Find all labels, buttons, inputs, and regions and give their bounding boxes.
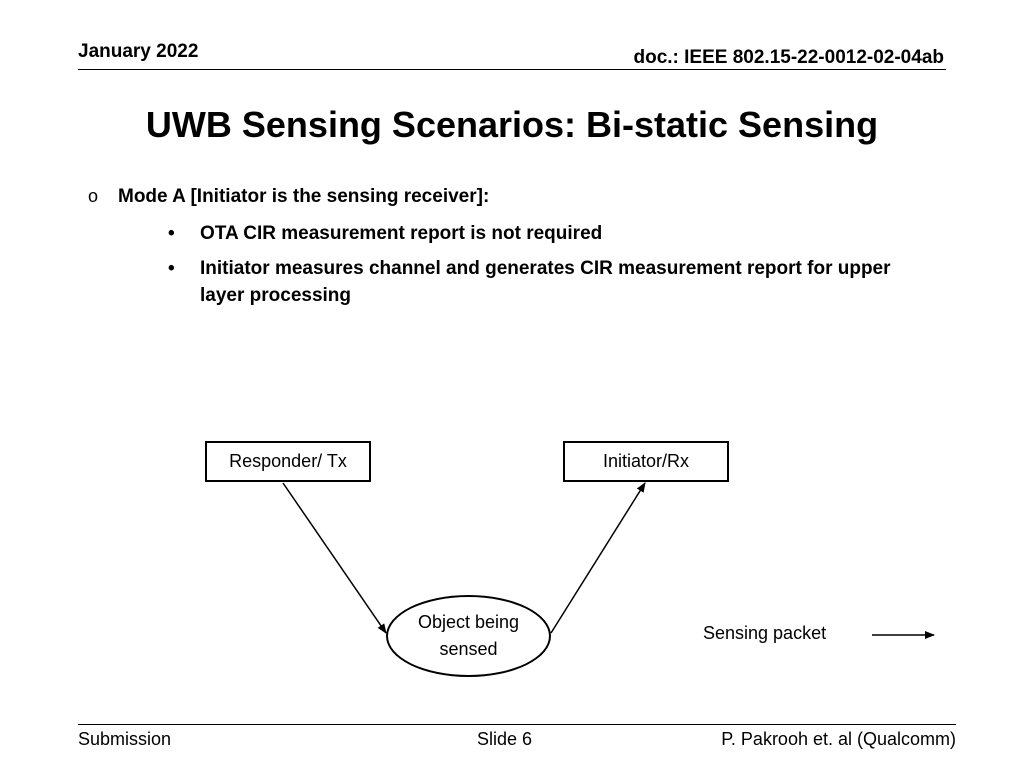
- header-divider: [78, 69, 946, 70]
- legend-sensing-packet-label: Sensing packet: [703, 623, 827, 643]
- responder-tx-label: Responder/ Tx: [229, 451, 347, 471]
- mode-a-label: Mode A [Initiator is the sensing receive…: [118, 186, 490, 207]
- sub-bullet-item: • Initiator measures channel and generat…: [168, 255, 920, 309]
- header-date: January 2022: [78, 41, 199, 62]
- sub-bullet-text: Initiator measures channel and generates…: [200, 258, 891, 306]
- sensed-object-label: Object being sensed: [417, 612, 520, 659]
- sub-bullet-text: OTA CIR measurement report is not requir…: [200, 223, 603, 244]
- bullet-dot-icon: •: [168, 258, 175, 279]
- initiator-rx-label: Initiator/Rx: [602, 451, 690, 471]
- bullet-dot-icon: •: [168, 223, 175, 244]
- slide-title: UWB Sensing Scenarios: Bi-static Sensing: [145, 104, 879, 145]
- initiator-rx-box: Initiator/Rx: [563, 441, 729, 482]
- footer-slide-number: Slide 6: [477, 729, 533, 749]
- responder-tx-box: Responder/ Tx: [205, 441, 371, 482]
- sub-bullet-item: • OTA CIR measurement report is not requ…: [168, 220, 920, 247]
- circle-bullet-icon: o: [88, 186, 99, 206]
- footer-authors: P. Pakrooh et. al (Qualcomm): [721, 729, 956, 749]
- footer-submission: Submission: [78, 729, 172, 749]
- footer-divider: [78, 724, 956, 725]
- object-to-rx-arrow: [550, 482, 646, 634]
- tx-to-object-arrow: [282, 482, 387, 634]
- mode-a-bullet: o Mode A [Initiator is the sensing receiv…: [88, 186, 489, 208]
- sensed-object-ellipse: Object being sensed: [386, 595, 551, 677]
- header-doc-id: doc.: IEEE 802.15-22-0012-02-04ab: [633, 47, 944, 68]
